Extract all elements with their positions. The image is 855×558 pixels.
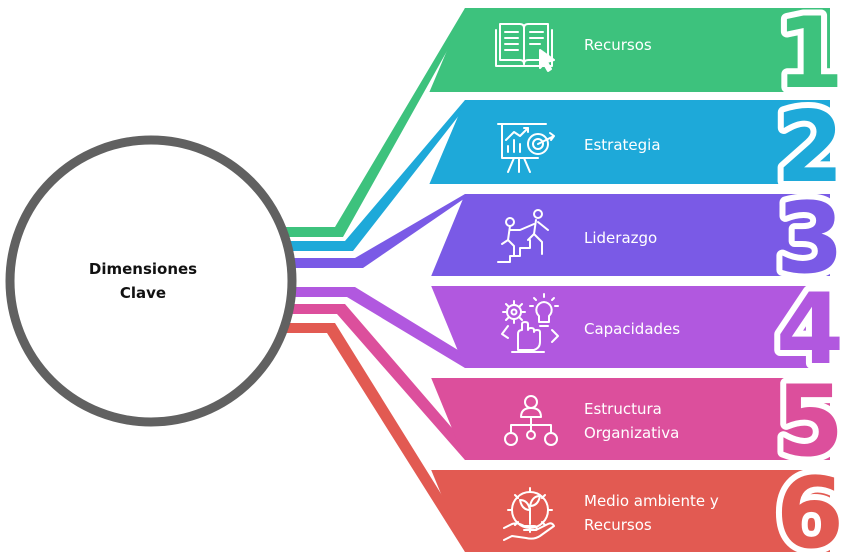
number-1: 1 xyxy=(776,0,844,111)
number-4: 4 xyxy=(776,273,844,387)
number-5: 5 xyxy=(776,365,844,479)
ribbons xyxy=(285,8,830,552)
label-estructura-line-2: Organizativa xyxy=(584,424,679,442)
label-liderazgo: Liderazgo xyxy=(584,229,657,247)
number-3: 3 xyxy=(776,182,844,296)
band-medio-ambiente xyxy=(431,470,830,552)
presentation-target-icon xyxy=(497,123,555,173)
label-medio-line-1: Medio ambiente y xyxy=(584,492,719,510)
climbing-people-icon xyxy=(497,209,549,263)
labels: Recursos Estrategia Liderazgo Capacidade… xyxy=(584,36,719,534)
band-estructura xyxy=(431,378,830,460)
label-estrategia: Estrategia xyxy=(584,136,661,154)
label-recursos: Recursos xyxy=(584,36,652,54)
center-hub: Dimensiones Clave xyxy=(5,135,297,427)
connector-estrategia xyxy=(285,100,471,251)
connector-medio-ambiente xyxy=(285,323,471,552)
center-title-line-2: Clave xyxy=(120,284,166,302)
band-recursos xyxy=(429,8,830,92)
eco-plant-gear-icon xyxy=(503,487,555,541)
center-title-line-1: Dimensiones xyxy=(89,260,197,278)
connector-recursos xyxy=(285,8,471,237)
label-estructura-line-1: Estructura xyxy=(584,400,662,418)
connector-estructura xyxy=(285,304,471,460)
icons xyxy=(495,23,559,541)
book-cursor-icon xyxy=(495,23,555,72)
number-2: 2 xyxy=(776,91,844,205)
org-chart-icon xyxy=(504,395,558,446)
label-medio-line-2: Recursos xyxy=(584,516,652,534)
band-estrategia xyxy=(429,100,830,184)
numbers: 1 2 3 4 5 6 xyxy=(770,0,850,558)
gear-bulb-hand-icon xyxy=(501,293,559,353)
band-liderazgo xyxy=(431,194,830,276)
number-6: 6 xyxy=(776,457,844,558)
connector-liderazgo xyxy=(285,194,471,268)
label-capacidades: Capacidades xyxy=(584,320,680,338)
connector-capacidades xyxy=(285,287,471,368)
center-circle xyxy=(5,135,297,427)
